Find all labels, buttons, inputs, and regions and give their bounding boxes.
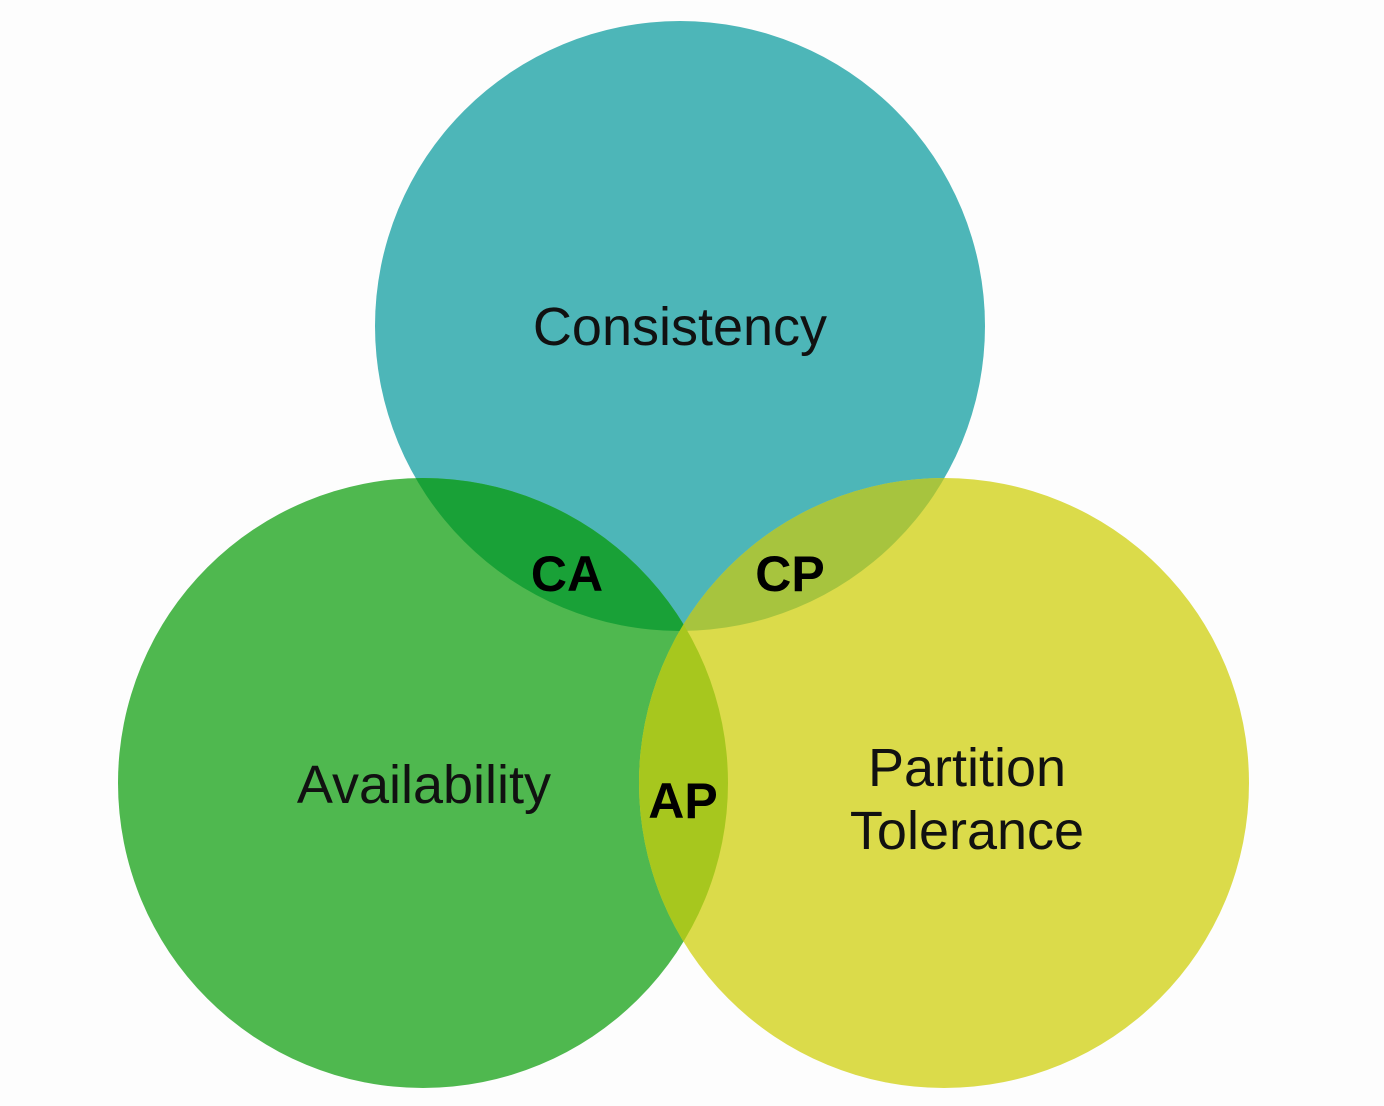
partition-label: Partition (868, 738, 1066, 798)
consistency-label: Consistency (533, 297, 827, 357)
ca-label: CA (531, 546, 603, 602)
ap-label: AP (648, 773, 717, 829)
cp-label: CP (755, 546, 824, 602)
consistency-circle (375, 21, 985, 631)
availability-circle (118, 478, 728, 1088)
partition-tolerance-circle (639, 478, 1249, 1088)
availability-label: Availability (297, 755, 551, 815)
tolerance-label: Tolerance (850, 801, 1084, 861)
